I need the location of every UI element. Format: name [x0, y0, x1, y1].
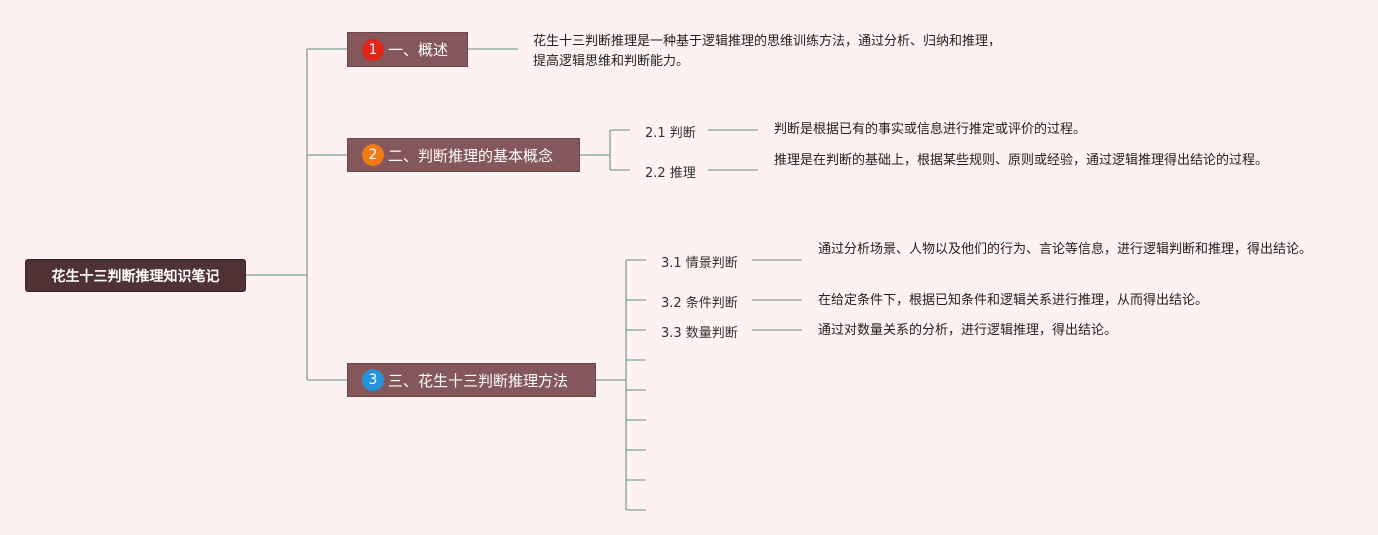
- section-basic-concepts[interactable]: 2 二、判断推理的基本概念: [347, 138, 580, 172]
- section-label: 二、判断推理的基本概念: [388, 146, 554, 165]
- section-methods[interactable]: 3 三、花生十三判断推理方法: [347, 363, 596, 397]
- concept-judgment-note: 判断是根据已有的事实或信息进行推定或评价的过程。: [774, 122, 1087, 137]
- method-quantity[interactable]: 3.3 数量判断: [661, 326, 738, 341]
- method-quantity-note: 通过对数量关系的分析，进行逻辑推理，得出结论。: [818, 323, 1118, 338]
- method-scenario[interactable]: 3.1 情景判断: [661, 256, 738, 271]
- concept-judgment[interactable]: 2.1 判断: [645, 126, 696, 141]
- number-badge-1: 1: [362, 38, 384, 61]
- badge-number: 3: [368, 372, 378, 388]
- method-condition-note: 在给定条件下，根据已知条件和逻辑关系进行推理，从而得出结论。: [818, 293, 1209, 308]
- concept-reasoning-note: 推理是在判断的基础上，根据某些规则、原则或经验，通过逻辑推理得出结论的过程。: [774, 153, 1269, 168]
- number-badge-2: 2: [362, 144, 384, 166]
- method-condition[interactable]: 3.2 条件判断: [661, 296, 738, 311]
- root-node[interactable]: 花生十三判断推理知识笔记: [25, 259, 246, 292]
- badge-number: 1: [368, 41, 378, 58]
- badge-number: 2: [368, 147, 378, 163]
- section-label: 一、概述: [388, 41, 449, 59]
- root-label: 花生十三判断推理知识笔记: [51, 268, 220, 285]
- section-overview[interactable]: 1 一、概述: [347, 32, 468, 67]
- concept-reasoning[interactable]: 2.2 推理: [645, 166, 696, 181]
- overview-note: 花生十三判断推理是一种基于逻辑推理的思维训练方法，通过分析、归纳和推理，提高逻辑…: [533, 34, 1002, 69]
- section-label: 三、花生十三判断推理方法: [388, 371, 569, 390]
- number-badge-3: 3: [362, 369, 384, 391]
- method-scenario-note: 通过分析场景、人物以及他们的行为、言论等信息，进行逻辑判断和推理，得出结论。: [818, 242, 1313, 257]
